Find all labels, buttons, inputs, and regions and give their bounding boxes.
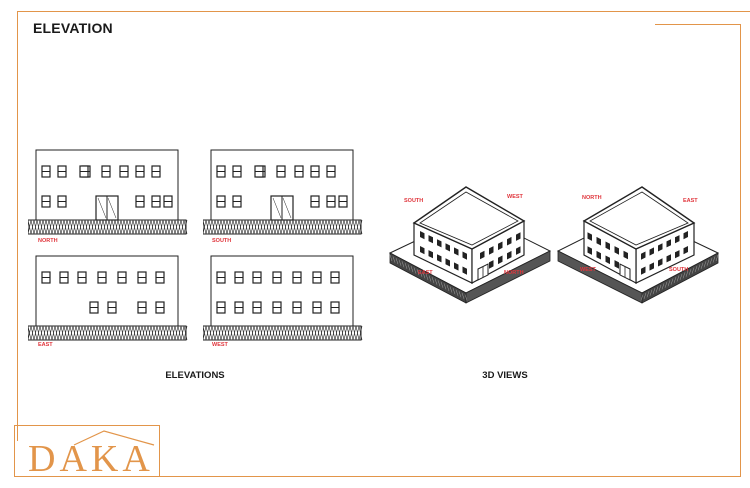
view-2-label-top-left: NORTH <box>582 195 602 201</box>
window <box>151 195 161 208</box>
window <box>41 271 51 284</box>
window <box>272 271 282 284</box>
window <box>41 165 51 178</box>
window <box>294 165 304 178</box>
window <box>234 271 244 284</box>
elevation-north <box>28 148 190 240</box>
view-2-label-bottom-right: SOUTH <box>669 267 689 273</box>
window <box>216 195 226 208</box>
window <box>89 301 99 314</box>
window <box>163 195 173 208</box>
window <box>252 271 262 284</box>
window <box>77 271 87 284</box>
window <box>216 271 226 284</box>
window <box>252 301 262 314</box>
window <box>216 301 226 314</box>
window <box>135 165 145 178</box>
window <box>216 165 226 178</box>
window <box>117 271 127 284</box>
frame-bottom-line <box>160 476 741 477</box>
window <box>41 195 51 208</box>
frame-left-line <box>17 11 18 441</box>
elevation-north-drawing <box>28 149 188 235</box>
window <box>330 271 340 284</box>
elevation-west-drawing <box>203 255 363 341</box>
elevation-south-label: SOUTH <box>212 238 232 244</box>
window <box>310 165 320 178</box>
elevation-west <box>203 254 365 346</box>
elevation-east-drawing <box>28 255 188 341</box>
elevation-south-drawing <box>203 149 363 235</box>
window <box>107 301 117 314</box>
view-2-label-top-right: EAST <box>683 198 698 204</box>
elevation-south <box>203 148 365 240</box>
window <box>137 271 147 284</box>
window <box>292 271 302 284</box>
window <box>338 195 348 208</box>
window <box>97 271 107 284</box>
frame-corner-line <box>655 24 741 25</box>
window <box>79 165 89 178</box>
window <box>119 165 129 178</box>
window <box>101 165 111 178</box>
brand-logo-mark: DAKA <box>14 425 160 480</box>
view-1-label-top-left: SOUTH <box>404 198 424 204</box>
window <box>292 301 302 314</box>
window <box>234 301 244 314</box>
view-3d-2-drawing <box>556 186 720 304</box>
window <box>272 301 282 314</box>
elevation-west-label: WEST <box>212 342 228 348</box>
window <box>59 271 69 284</box>
window <box>57 165 67 178</box>
window <box>232 195 242 208</box>
frame-right-line <box>740 24 741 476</box>
views-heading: 3D VIEWS <box>482 370 528 381</box>
window <box>254 165 264 178</box>
window <box>330 301 340 314</box>
elevations-heading: ELEVATIONS <box>165 370 225 381</box>
window <box>326 165 336 178</box>
view-1-label-top-right: WEST <box>507 194 523 200</box>
window <box>312 301 322 314</box>
elevation-east-label: EAST <box>38 342 53 348</box>
view-2-label-bottom-left: WEST <box>580 267 596 273</box>
window <box>155 271 165 284</box>
window <box>312 271 322 284</box>
window <box>326 195 336 208</box>
window <box>232 165 242 178</box>
window <box>310 195 320 208</box>
window <box>155 301 165 314</box>
window <box>276 165 286 178</box>
window <box>137 301 147 314</box>
elevation-north-label: NORTH <box>38 238 58 244</box>
view-3d-2 <box>556 183 720 305</box>
frame-top-line <box>17 11 750 12</box>
view-3d-1-drawing <box>388 186 552 304</box>
brand-logo-text: DAKA <box>28 438 154 477</box>
page-title: ELEVATION <box>33 20 113 36</box>
elevation-east <box>28 254 190 346</box>
view-3d-1 <box>388 183 552 305</box>
window <box>135 195 145 208</box>
view-1-label-bottom-left: EAST <box>418 270 433 276</box>
window <box>151 165 161 178</box>
brand-logo: DAKA <box>14 425 160 480</box>
view-1-label-bottom-right: NORTH <box>504 270 524 276</box>
window <box>57 195 67 208</box>
